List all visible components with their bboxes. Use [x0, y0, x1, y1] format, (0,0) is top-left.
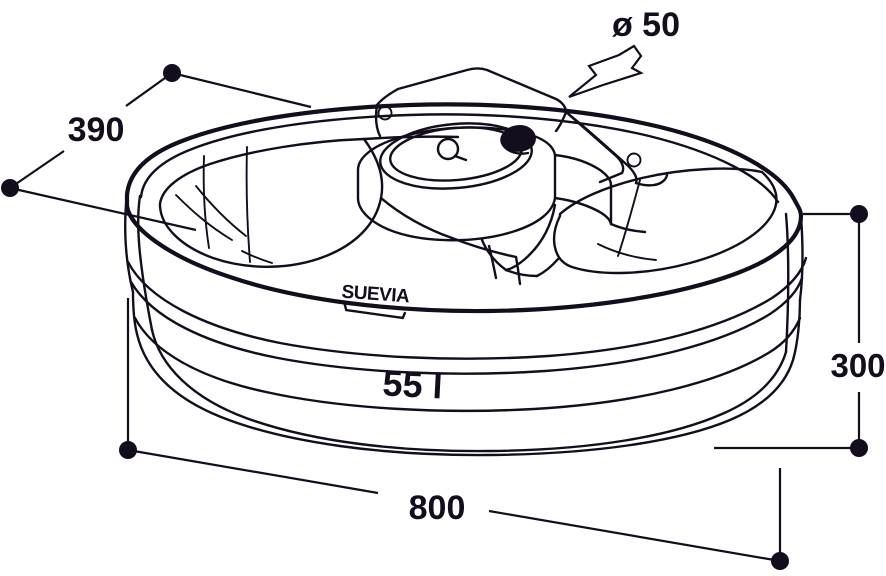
valve-spout-left-edge	[480, 238, 508, 272]
dimension-390-group: 390	[1, 64, 312, 232]
trough-body-group	[124, 102, 808, 457]
dim-800-dot-end	[771, 552, 789, 570]
capacity-label: 55 l	[382, 362, 444, 406]
dim-300-dot-start	[850, 205, 868, 223]
basin-rib-left-5	[241, 250, 273, 264]
valve-spout-base	[504, 268, 539, 278]
valve-mounting-plate	[375, 67, 625, 184]
dim-390-line-b	[9, 150, 65, 189]
valve-housing-step-front	[553, 196, 613, 226]
trough-left-edge-inner	[137, 194, 154, 332]
dim-800-label: 800	[409, 489, 466, 527]
basin-rib-left-2	[245, 146, 251, 263]
basin-rib-left-4	[195, 185, 247, 237]
trough-basin-right-opening	[553, 167, 778, 275]
trough-outer-lower-shell	[131, 290, 802, 457]
dimension-800-group: 800	[119, 298, 789, 570]
dim-800-dot-start	[119, 441, 137, 459]
basin-rib-left-3	[175, 194, 233, 241]
valve-spout-base-edge	[535, 257, 560, 278]
valve-cap-keyhole	[436, 137, 460, 161]
diameter-50-leader-arrow	[568, 44, 644, 99]
valve-housing-group	[356, 67, 669, 278]
dim-390-line-a	[125, 72, 173, 107]
trough-center-divider-side-2	[487, 244, 498, 280]
valve-mounting-plate-lower-edge	[374, 103, 382, 138]
body-markings-group: SUEVIA 55 l	[341, 282, 444, 407]
mounting-bolt-hole-left	[377, 105, 393, 121]
dim-300-label: 300	[830, 347, 885, 384]
basin-rib-right-1	[617, 179, 641, 257]
basin-rib-left-1	[202, 155, 210, 249]
valve-housing-right-shoulder	[553, 153, 613, 187]
dim-390-dot-end	[1, 179, 19, 197]
dim-800-line-a	[127, 448, 379, 495]
basin-rib-right-2	[597, 243, 657, 261]
valve-to-rim-connector-2	[554, 110, 568, 133]
dimension-diameter-50-group: ø 50	[568, 6, 680, 99]
dim-390-label: 390	[68, 111, 125, 149]
valve-to-rim-connector-1	[609, 222, 647, 234]
valve-spout-right-edge	[504, 203, 557, 272]
brand-logo-underline	[343, 303, 407, 320]
dim-800-line-b	[488, 509, 781, 563]
inlet-nipple	[500, 125, 536, 152]
mounting-bolt-hole-right	[626, 152, 642, 168]
trough-rim-skirt-line	[129, 276, 804, 375]
trough-right-edge-inner	[784, 212, 790, 354]
valve-mounting-plate-right-edge	[564, 110, 638, 185]
valve-cap-keyhole-tail	[453, 154, 468, 162]
trough-basin-left-opening	[158, 137, 384, 268]
dim-390-dot-start	[163, 64, 181, 82]
valve-cap-outer	[379, 122, 533, 190]
trough-center-divider-edge	[379, 196, 454, 240]
diameter-50-label: ø 50	[612, 6, 680, 44]
dimension-300-group: 300	[714, 205, 886, 457]
trough-bottom-contour	[150, 328, 788, 453]
trough-rim-outer	[124, 102, 804, 314]
dim-390-extension-upper	[171, 71, 312, 109]
trough-center-divider-side	[514, 255, 522, 286]
brand-logo-text: SUEVIA	[341, 282, 411, 308]
dim-300-dot-end	[850, 439, 868, 457]
inlet-nipple-neck	[501, 143, 530, 155]
dim-390-extension-lower	[9, 186, 197, 232]
valve-plate-skirt	[634, 173, 669, 187]
trough-mid-band-line	[133, 316, 802, 413]
trough-rim-skirt-line-2	[126, 256, 808, 360]
trough-rim-inner-offset	[139, 113, 780, 204]
